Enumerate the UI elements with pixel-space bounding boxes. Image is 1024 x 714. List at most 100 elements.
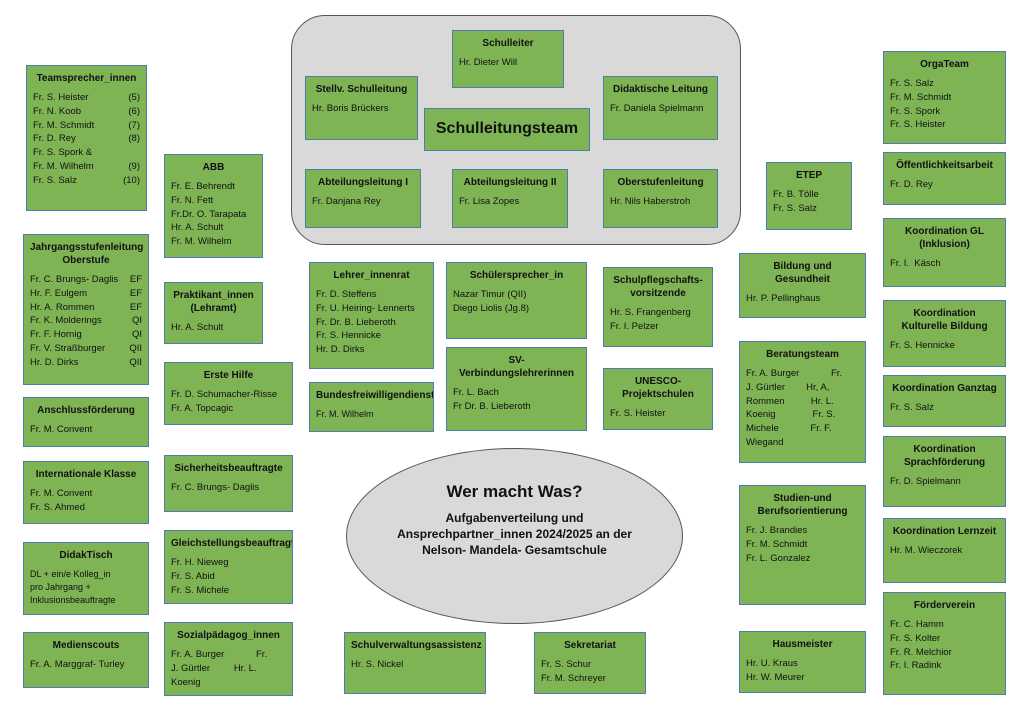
list-item: Hr. U. Kraus [746, 658, 798, 669]
box-title: Oberstufenleitung [617, 177, 704, 188]
box-title: ABB [202, 162, 225, 173]
box-praktikant: Praktikant_innen (Lehramt) Hr. A. Schult [164, 282, 263, 344]
name-text: Fr. M. Schmidt [33, 119, 95, 131]
box-title: Gleichstellungsbeauftragte [171, 538, 293, 549]
list-item: Fr. I. Pelzer [610, 320, 659, 332]
list-item: Hr. S. Frangenberg [610, 307, 691, 318]
list-item: Hr. Dieter Will [459, 57, 518, 68]
group-text: QII [129, 342, 142, 354]
box-title: Sekretariat [564, 640, 616, 651]
group-text: (10) [123, 174, 140, 186]
list-item: Fr. Lisa Zopes [459, 196, 520, 207]
list-item: Hr. Boris Brückers [312, 103, 389, 114]
list-item: Koenig [171, 676, 201, 688]
list-item: Rommen Hr. L. [746, 395, 834, 407]
list-item: Fr. J. Brandies [746, 525, 808, 536]
list-item: Fr. M. Convent [30, 488, 93, 499]
list-item: Fr. M. Wilhelm [316, 409, 374, 419]
list-item: Fr. S. Kolter [890, 632, 941, 644]
list-item: Fr Dr. B. Lieberoth [453, 400, 531, 412]
list-item: Fr. D. Steffens [316, 289, 377, 300]
list-item: Fr. S. Salz [890, 78, 934, 89]
name-text: Fr. C. Brungs- Daglis [30, 274, 119, 285]
group-text: EF [129, 287, 142, 299]
list-item: Fr. C. Hamm [890, 619, 944, 630]
box-title: Sicherheitsbeauftragte [174, 463, 283, 474]
list-item: Fr. M. Schmidt (7) [33, 119, 140, 133]
list-item: Fr. M. Wilhelm [171, 236, 232, 248]
list-item: Fr. S. Salz [773, 202, 817, 214]
box-title: Koordination Sprachförderung [903, 444, 986, 468]
name-text: Fr. V. Straßburger [30, 342, 106, 354]
center-subheading: Aufgabenverteilung und Ansprechpartner_i… [397, 511, 632, 558]
name-text: Hr. A. Rommen [30, 301, 95, 313]
box-title: Koordination GL (Inklusion) [905, 226, 984, 250]
center-oval: Wer macht Was? Aufgabenverteilung und An… [346, 448, 683, 624]
list-item: Fr. H. Nieweg [171, 557, 229, 568]
list-item: Inklusionsbeauftragte [30, 595, 116, 606]
list-item: Diego Liolis (Jg.8) [453, 302, 530, 314]
box-title: SV-Verbindungslehrerinnen [458, 355, 575, 379]
list-item: Fr. M. Wilhelm(9) [33, 160, 140, 174]
list-item: Fr. S. Michele [171, 584, 230, 596]
group-text: QI [131, 329, 142, 341]
box-title: Jahrgangsstufenleitung Oberstufe [30, 242, 144, 266]
list-item: DL + ein/e Kolleg_in [30, 569, 111, 579]
schulleitungsteam-label: Schulleitungsteam [435, 120, 579, 138]
list-item: Wiegand [746, 436, 784, 448]
box-title: Teamsprecher_innen [36, 73, 137, 84]
group-text: EF [129, 301, 142, 313]
list-item: Fr. N. Koob(6) [33, 105, 140, 119]
box-title: Koordination Lernzeit [892, 526, 997, 537]
box-title: Praktikant_innen (Lehramt) [173, 290, 254, 314]
list-item: Fr. U. Heiring- Lennerts [316, 302, 415, 314]
group-text: EF [129, 274, 142, 285]
box-title: Medienscouts [52, 640, 120, 651]
name-text: Fr. S. Spork & [33, 147, 93, 159]
box-title: Schulleiter [482, 38, 534, 49]
box-title: Bildung und Gesundheit [773, 261, 832, 285]
name-text: Fr. M. Wilhelm [33, 160, 94, 172]
list-item: Fr. S. Salz [890, 402, 934, 413]
list-item: Fr. C. Brungs- Daglis [171, 482, 260, 493]
list-item: Fr. S. Abid [171, 570, 215, 582]
box-title: Schulverwaltungsassistenz [351, 640, 482, 651]
list-item: Fr. R. Melchior [890, 646, 952, 658]
list-item: Fr. M. Schmidt [890, 91, 952, 103]
group-text: (6) [128, 105, 140, 117]
list-item: Hr. A. Schult [171, 222, 224, 234]
box-title: Studien-und Berufsorientierung [757, 493, 848, 517]
box-title: Erste Hilfe [203, 370, 254, 381]
list-item: Hr. S. Nickel [351, 659, 404, 670]
box-title: ETEP [795, 170, 823, 181]
list-item: Fr. N. Fett [171, 194, 214, 206]
group-text: (7) [128, 119, 140, 131]
list-item: Fr. E. Behrendt [171, 181, 235, 192]
list-item: Hr. A. Schult [171, 322, 224, 333]
box-title: Lehrer_innenrat [333, 270, 410, 281]
list-item: Fr. Danjana Rey [312, 196, 381, 207]
name-text: Fr. S. Heister [33, 92, 89, 103]
list-item: Nazar Timur (QII) [453, 289, 527, 300]
list-item: Fr. B. Tölle [773, 189, 819, 200]
list-item: Fr. L. Gonzalez [746, 552, 811, 564]
list-item: Fr. A. Marggraf- Turley [30, 659, 125, 670]
